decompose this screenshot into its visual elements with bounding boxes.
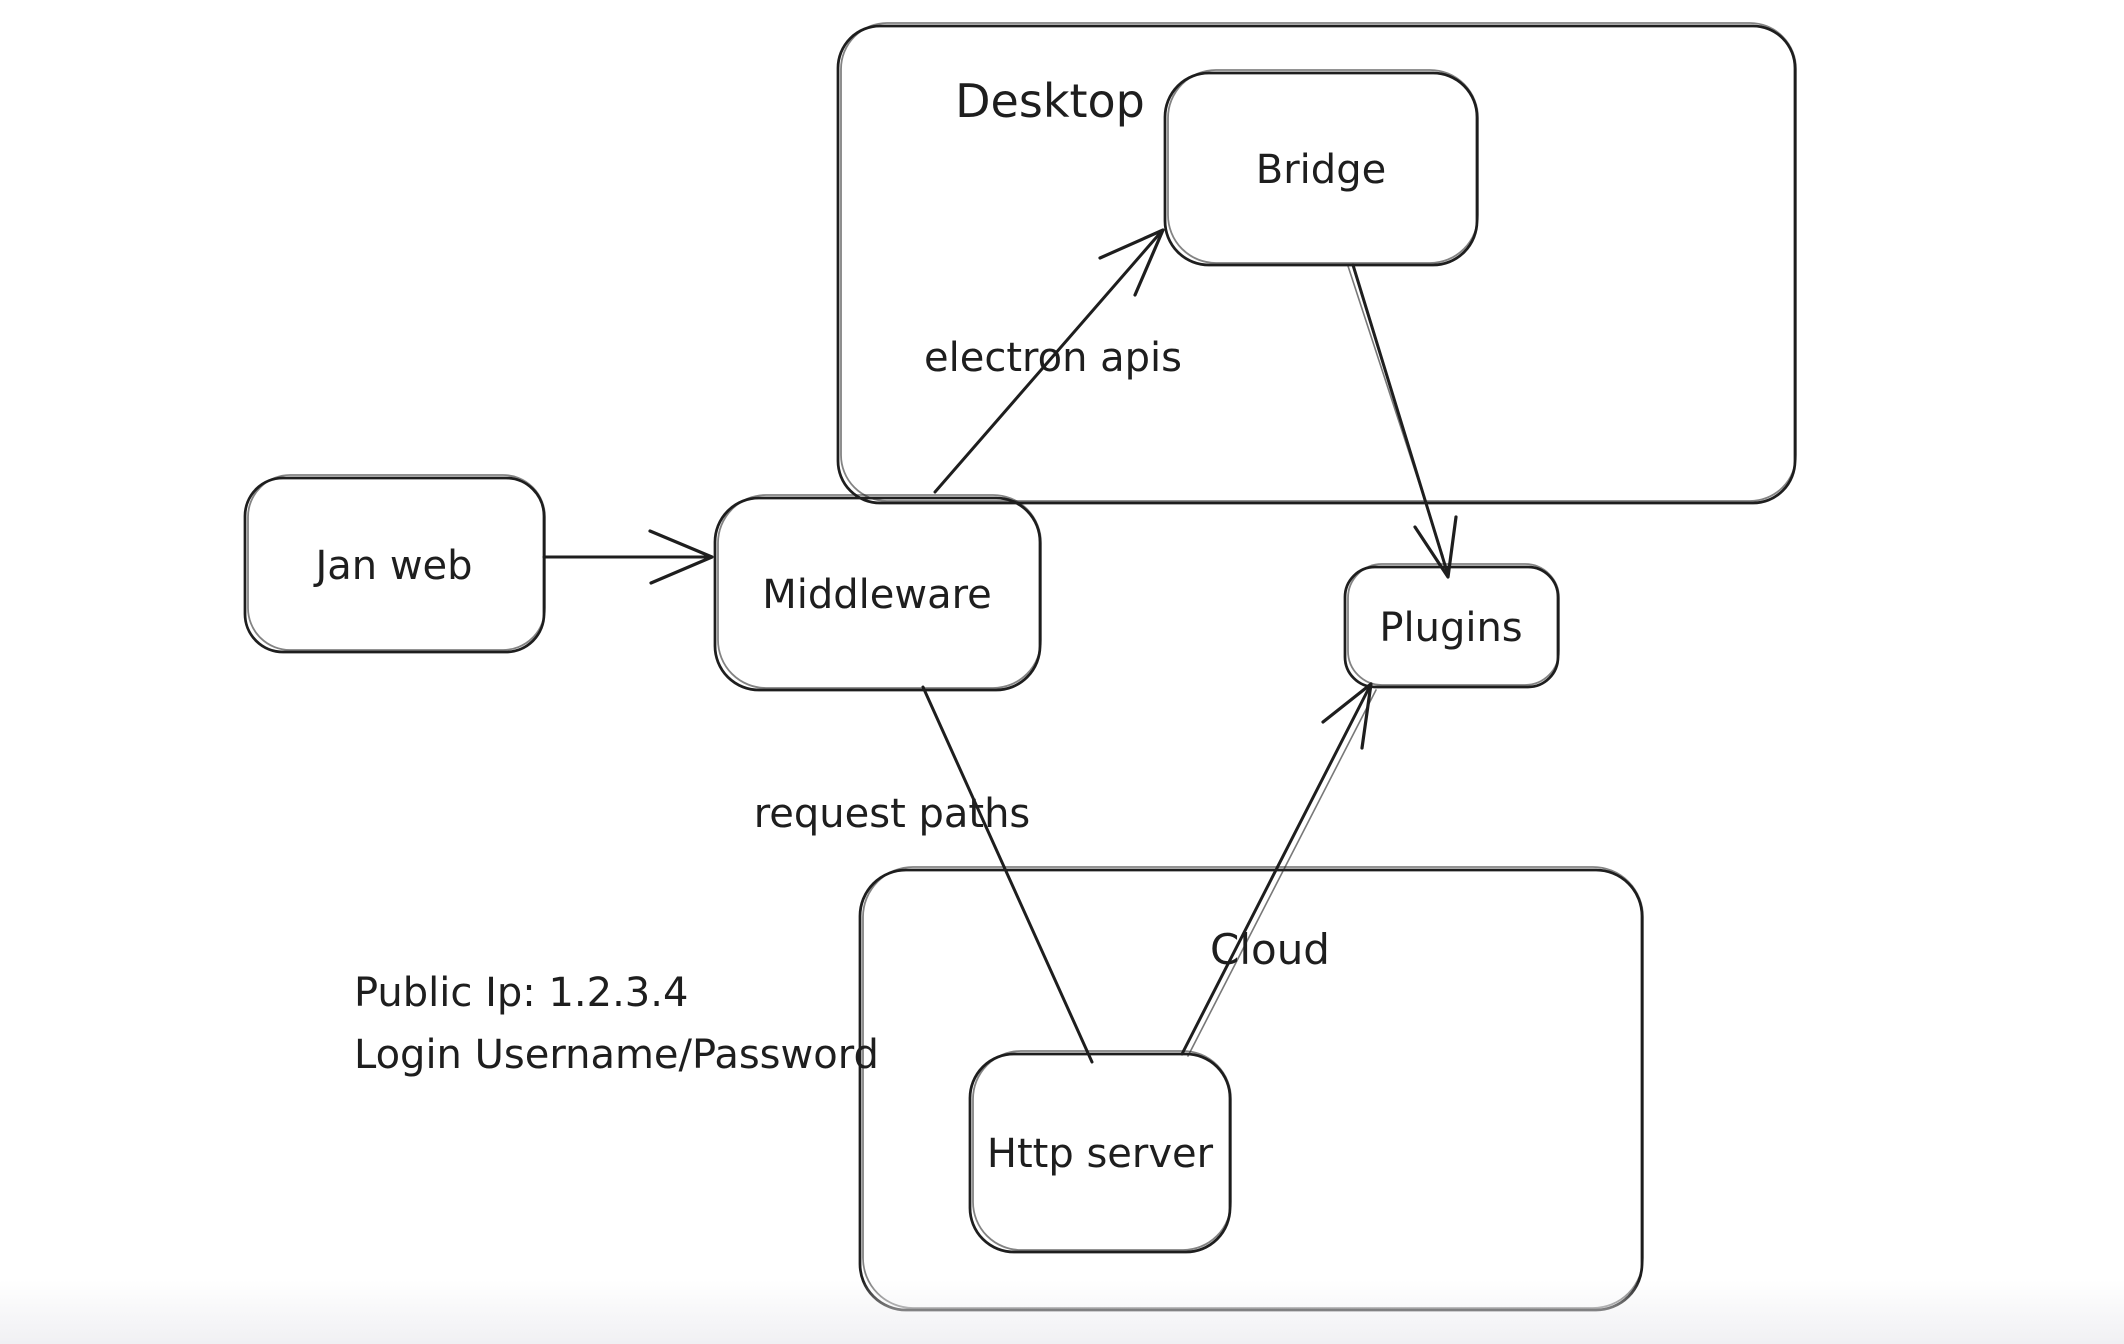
plugins-node[interactable]: Plugins: [1343, 563, 1560, 689]
bridge-node[interactable]: Bridge: [1163, 69, 1479, 267]
edge-middleware-to-http-server[interactable]: [921, 685, 1094, 1064]
http-server-node-label[interactable]: Http server: [987, 1131, 1214, 1177]
annotation-public-ip[interactable]: Public Ip: 1.2.3.4: [354, 970, 688, 1016]
desktop-container[interactable]: Desktop: [836, 22, 1797, 505]
middleware-node[interactable]: Middleware: [713, 494, 1042, 692]
cloud-container-label[interactable]: Cloud: [1210, 925, 1330, 974]
desktop-container-label[interactable]: Desktop: [955, 74, 1145, 128]
http-server-node[interactable]: Http server: [968, 1050, 1232, 1254]
annotation-login[interactable]: Login Username/Password: [354, 1032, 879, 1078]
arrowhead-into-middleware: [648, 529, 714, 585]
edge-label-request-paths[interactable]: request paths: [754, 791, 1031, 837]
edge-label-electron-apis[interactable]: electron apis: [924, 335, 1182, 381]
arrowhead-into-plugins-top: [1413, 515, 1458, 579]
arrowhead-into-bridge: [1098, 228, 1165, 297]
annotation-text-block[interactable]: Public Ip: 1.2.3.4 Login Username/Passwo…: [354, 970, 879, 1078]
edge-jan-web-to-middleware[interactable]: [542, 529, 714, 585]
middleware-node-label[interactable]: Middleware: [762, 572, 992, 618]
jan-web-node-label[interactable]: Jan web: [312, 543, 472, 589]
plugins-node-label[interactable]: Plugins: [1379, 605, 1522, 651]
arrowhead-into-plugins-bottom: [1321, 682, 1373, 750]
jan-web-node[interactable]: Jan web: [243, 474, 546, 654]
edge-middleware-to-bridge[interactable]: [933, 228, 1165, 494]
bridge-node-label[interactable]: Bridge: [1256, 147, 1386, 193]
edge-bridge-to-plugins[interactable]: [1347, 263, 1458, 579]
cloud-container[interactable]: Cloud: [858, 866, 1644, 1312]
